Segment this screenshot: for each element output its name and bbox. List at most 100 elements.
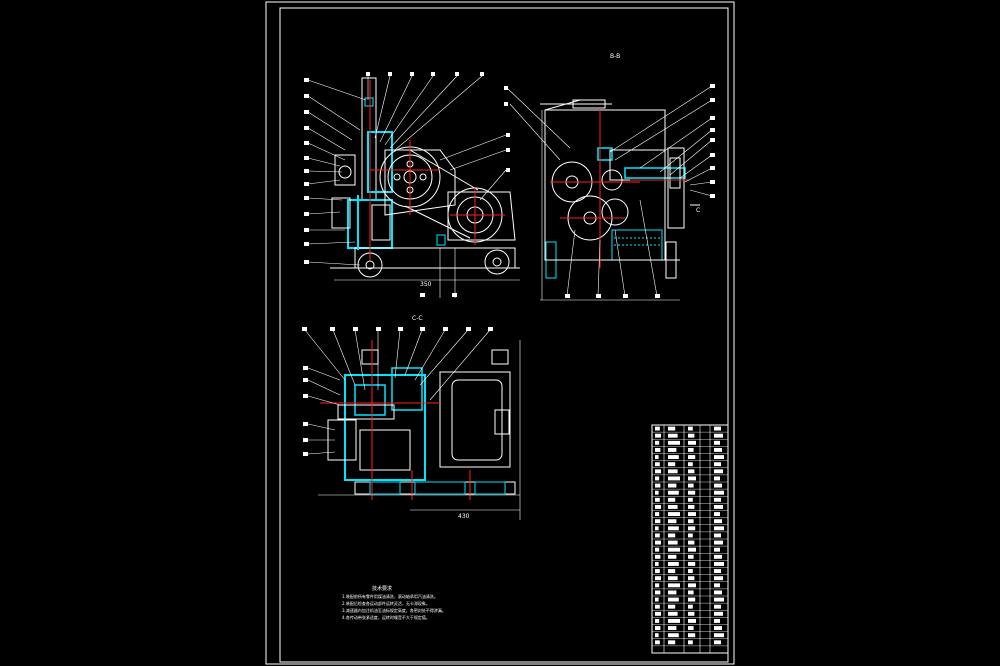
front-view: 350 <box>330 77 520 298</box>
table-cell-glyphs <box>688 476 696 481</box>
table-cell-glyphs <box>714 490 724 495</box>
table-cell-glyphs <box>668 433 678 438</box>
table-cell-glyphs <box>688 512 696 517</box>
table-cell-glyphs <box>688 455 696 460</box>
table-cell-glyphs <box>688 583 696 588</box>
table-cell-glyphs <box>688 440 696 445</box>
table-cell-glyphs <box>668 597 679 602</box>
table-cell-glyphs <box>668 604 676 609</box>
table-cell-glyphs <box>668 455 679 460</box>
table-cell-glyphs <box>655 554 661 559</box>
table-cell-glyphs <box>714 626 722 631</box>
table-cell-glyphs <box>714 519 722 524</box>
dim-label-430: 430 <box>458 513 470 520</box>
table-cell-glyphs <box>714 526 724 531</box>
table-cell-glyphs <box>714 447 722 452</box>
table-cell-glyphs <box>714 433 723 438</box>
table-cell-glyphs <box>714 554 722 559</box>
table-cell-glyphs <box>688 462 693 467</box>
table-cell-glyphs <box>668 533 676 538</box>
table-cell-glyphs <box>714 583 720 588</box>
table-cell-glyphs <box>688 519 694 524</box>
table-cell-glyphs <box>668 618 680 623</box>
table-cell-glyphs <box>655 561 659 566</box>
table-cell-glyphs <box>668 626 677 631</box>
table-cell-glyphs <box>668 483 677 488</box>
table-cell-glyphs <box>714 533 721 538</box>
table-cell-glyphs <box>688 526 696 531</box>
table-cell-glyphs <box>655 590 661 595</box>
table-cell-glyphs <box>655 426 660 431</box>
table-cell-glyphs <box>668 611 678 616</box>
table-cell-glyphs <box>655 597 659 602</box>
table-cell-glyphs <box>714 640 721 645</box>
table-cell-glyphs <box>688 597 696 602</box>
section-label-cc: C-C <box>412 315 423 322</box>
table-cell-glyphs <box>688 569 693 574</box>
table-cell-glyphs <box>668 440 680 445</box>
table-cell-glyphs <box>668 476 680 481</box>
table-cell-glyphs <box>655 433 661 438</box>
table-cell-glyphs <box>668 583 680 588</box>
section-cc-leaders <box>304 329 491 455</box>
note-line-1: 1.装配前所有零件用煤油清洗，滚动轴承用汽油清洗。 <box>342 593 438 599</box>
table-cell-glyphs <box>668 547 680 552</box>
table-cell-glyphs <box>688 633 696 638</box>
table-cell-glyphs <box>714 462 721 467</box>
table-cell-glyphs <box>688 433 695 438</box>
table-cell-glyphs <box>668 561 679 566</box>
table-cell-glyphs <box>688 483 694 488</box>
inner-border <box>279 7 729 663</box>
notes-heading: 技术要求 <box>372 585 392 592</box>
table-cell-glyphs <box>714 569 721 574</box>
table-cell-glyphs <box>668 469 678 474</box>
table-cell-glyphs <box>655 519 661 524</box>
table-cell-glyphs <box>714 618 720 623</box>
table-cell-glyphs <box>668 497 676 502</box>
table-cell-glyphs <box>688 554 694 559</box>
table-cell-glyphs <box>668 447 677 452</box>
section-bb-balloons <box>504 84 715 298</box>
table-cell-glyphs <box>668 590 677 595</box>
section-mark-c: C <box>696 207 700 214</box>
table-cell-glyphs <box>688 447 694 452</box>
table-cell-glyphs <box>688 490 696 495</box>
table-cell-glyphs <box>655 504 661 509</box>
table-cell-glyphs <box>714 633 724 638</box>
table-cell-glyphs <box>655 497 660 502</box>
technical-notes: 技术要求 1.装配前所有零件用煤油清洗，滚动轴承用汽油清洗。 2.装配后检查各运… <box>342 585 446 620</box>
table-cell-glyphs <box>655 583 660 588</box>
table-cell-glyphs <box>655 633 659 638</box>
table-cell-glyphs <box>688 604 693 609</box>
table-cell-glyphs <box>688 640 693 645</box>
table-cell-glyphs <box>668 426 676 431</box>
table-cell-glyphs <box>655 626 661 631</box>
table-cell-glyphs <box>688 533 693 538</box>
parts-list-table <box>651 424 729 654</box>
note-line-3: 3.减速器内加注机油至油标规定高度，各密封处不得渗漏。 <box>342 607 446 613</box>
table-cell-glyphs <box>688 611 695 616</box>
table-cell-glyphs <box>655 547 660 552</box>
table-cell-glyphs <box>668 569 676 574</box>
table-cell-glyphs <box>688 497 693 502</box>
table-cell-glyphs <box>714 590 722 595</box>
table-cell-glyphs <box>714 512 720 517</box>
table-cell-glyphs <box>688 576 695 581</box>
table-cell-glyphs <box>714 604 721 609</box>
table-cell-glyphs <box>668 540 678 545</box>
table-cell-glyphs <box>688 618 696 623</box>
section-label-bb: B-B <box>610 53 620 60</box>
note-line-2: 2.装配后检查各运动部件运转灵活，无卡滞现象。 <box>342 600 430 606</box>
table-cell-glyphs <box>714 504 723 509</box>
table-cell-glyphs <box>668 554 677 559</box>
table-cell-glyphs <box>655 604 660 609</box>
table-cell-glyphs <box>714 497 721 502</box>
dim-label-350: 350 <box>420 281 432 288</box>
table-cell-glyphs <box>655 469 661 474</box>
table-cell-glyphs <box>688 469 695 474</box>
table-cell-glyphs <box>655 576 661 581</box>
table-cell-glyphs <box>655 618 660 623</box>
table-cell-glyphs <box>668 512 680 517</box>
table-cell-glyphs <box>714 440 720 445</box>
table-cell-glyphs <box>655 611 661 616</box>
